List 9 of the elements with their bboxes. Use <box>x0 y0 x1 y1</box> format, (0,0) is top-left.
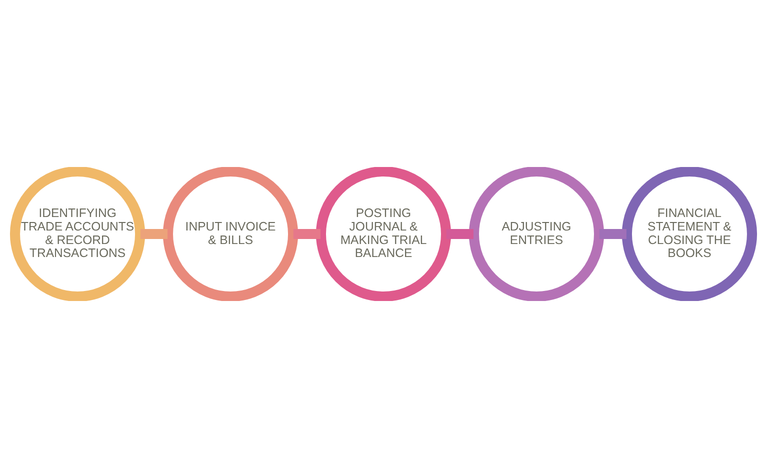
connector <box>446 228 474 240</box>
node-circle: ADJUSTING ENTRIES <box>468 167 604 301</box>
node-circle: POSTING JOURNAL & MAKING TRIAL BALANCE <box>316 167 452 301</box>
node-circle: INPUT INVOICE & BILLS <box>162 167 298 301</box>
connector <box>599 228 626 240</box>
node-circle: IDENTIFYING TRADE ACCOUNTS & RECORD TRANSACTIONS <box>10 167 146 301</box>
connector <box>140 228 168 240</box>
connector <box>293 228 320 240</box>
node-circle: FINANCIAL STATEMENT & CLOSING THE BOOKS <box>622 167 758 301</box>
